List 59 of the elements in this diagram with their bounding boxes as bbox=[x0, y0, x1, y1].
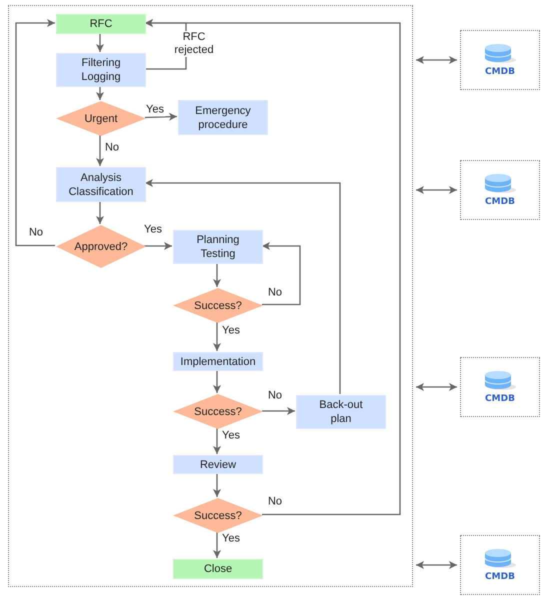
decision-diamond bbox=[173, 288, 263, 323]
database-label: CMDB bbox=[485, 196, 515, 206]
node-text: Review bbox=[200, 458, 236, 472]
node-text: Success? bbox=[194, 300, 242, 312]
node-text: Urgent bbox=[84, 112, 118, 124]
process-box bbox=[56, 167, 146, 202]
process-box bbox=[173, 352, 263, 371]
node-text: Back-out plan bbox=[318, 398, 364, 426]
arrow bbox=[145, 19, 401, 516]
arrow bbox=[262, 407, 296, 415]
arrow bbox=[145, 179, 341, 395]
process-box bbox=[173, 230, 263, 264]
decision-diamond bbox=[173, 498, 263, 533]
arrow bbox=[416, 56, 457, 64]
database-box bbox=[460, 160, 540, 220]
database-label: CMDB bbox=[485, 572, 515, 582]
database-box bbox=[460, 357, 540, 417]
node-text: Approved? bbox=[74, 240, 128, 252]
decision-diamond bbox=[173, 394, 263, 429]
node-text: Close bbox=[204, 562, 232, 576]
arrow bbox=[416, 561, 457, 569]
node-text: RFC bbox=[90, 17, 112, 31]
edge-label: Yes bbox=[145, 104, 165, 116]
arrow bbox=[15, 19, 55, 246]
process-box bbox=[296, 395, 386, 429]
decision-diamond bbox=[56, 225, 146, 268]
arrow bbox=[416, 383, 457, 391]
node-text: Filtering Logging bbox=[80, 56, 122, 84]
terminal-box bbox=[173, 559, 263, 579]
arrow bbox=[213, 473, 221, 497]
arrow bbox=[96, 33, 104, 52]
arrow bbox=[213, 532, 221, 558]
node-text: Implementation bbox=[180, 354, 256, 368]
node-text: Planning Testing bbox=[196, 233, 240, 261]
dotted-frame bbox=[8, 5, 413, 587]
database-label: CMDB bbox=[485, 66, 515, 76]
arrow bbox=[416, 186, 457, 194]
arrow bbox=[96, 201, 104, 224]
arrow bbox=[262, 242, 301, 306]
process-box bbox=[178, 100, 268, 135]
arrow bbox=[213, 322, 221, 351]
node-text: Success? bbox=[194, 510, 242, 522]
database-box bbox=[460, 30, 540, 90]
process-box bbox=[173, 455, 263, 474]
arrow bbox=[213, 428, 221, 454]
arrow bbox=[96, 135, 104, 166]
process-box bbox=[56, 53, 146, 87]
node-text: Analysis Classification bbox=[68, 170, 134, 198]
arrow bbox=[144, 112, 178, 121]
node-text: Success? bbox=[194, 406, 242, 418]
decision-diamond bbox=[56, 101, 146, 136]
node-text: Emergency procedure bbox=[194, 104, 252, 132]
arrow bbox=[213, 263, 221, 287]
database-box bbox=[460, 535, 540, 595]
database-label: CMDB bbox=[485, 394, 515, 404]
arrow bbox=[142, 242, 173, 250]
terminal-box bbox=[56, 14, 146, 34]
arrow bbox=[96, 86, 104, 100]
arrow bbox=[213, 370, 221, 393]
